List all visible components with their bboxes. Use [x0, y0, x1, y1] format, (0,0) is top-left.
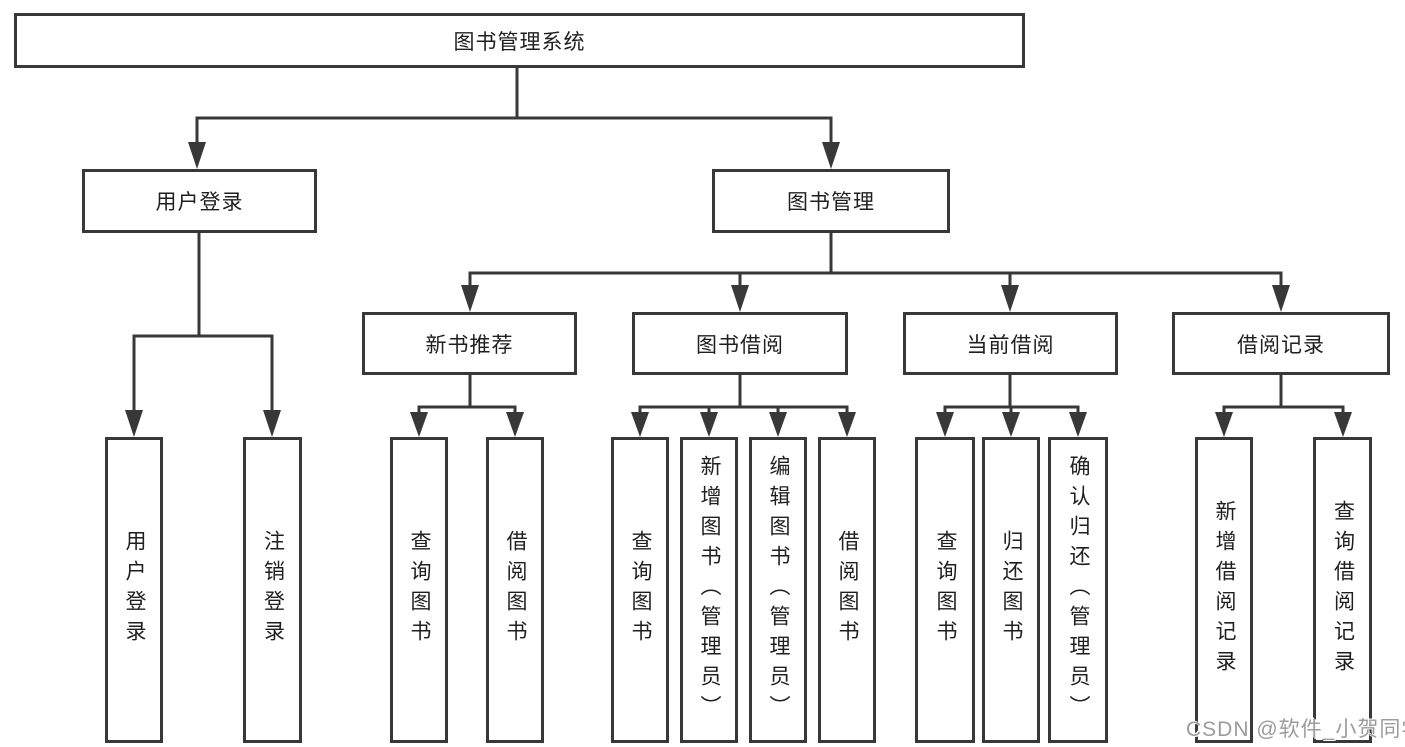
node-borrowing-records-label: 借阅记录: [1237, 333, 1325, 357]
leaf-query-borrow-record: 查询借阅记录: [1313, 437, 1372, 743]
leaf-logout: 注销登录: [243, 437, 302, 743]
node-root: 图书管理系统: [14, 13, 1025, 68]
node-root-label: 图书管理系统: [453, 30, 586, 54]
leaf-user-login: 用户登录: [105, 437, 163, 743]
node-user-login-label: 用户登录: [155, 191, 244, 214]
leaf-add-book-admin: 新增图书（管理员）: [680, 437, 738, 743]
node-book-management: 图书管理: [712, 169, 950, 233]
connector-paths: [132, 68, 1345, 412]
leaf-add-borrow-record: 新增借阅记录: [1195, 437, 1253, 743]
node-borrowing-records: 借阅记录: [1172, 312, 1390, 375]
node-new-book-recommendation-label: 新书推荐: [425, 333, 514, 357]
leaf-query-book-borrowing: 查询图书: [611, 437, 669, 743]
leaf-confirm-return-admin: 确认归还（管理员）: [1048, 437, 1108, 743]
node-user-login: 用户登录: [82, 169, 317, 233]
leaf-return-book: 归还图书: [982, 437, 1040, 743]
node-current-borrowing: 当前借阅: [903, 312, 1118, 375]
leaf-borrow-book-borrowing: 借阅图书: [818, 437, 876, 743]
node-book-management-label: 图书管理: [787, 191, 875, 214]
leaf-query-book-recommend: 查询图书: [390, 437, 448, 743]
node-book-borrowing-label: 图书借阅: [696, 333, 784, 357]
csdn-watermark: CSDN @软件_小贺同学: [1186, 718, 1405, 741]
leaf-edit-book-admin: 编辑图书（管理员）: [749, 437, 807, 743]
node-book-borrowing: 图书借阅: [632, 312, 848, 375]
leaf-borrow-book-recommend: 借阅图书: [486, 437, 544, 743]
node-new-book-recommendation: 新书推荐: [362, 312, 577, 375]
arrowhead-icons: [125, 142, 1352, 437]
leaf-query-book-current: 查询图书: [915, 437, 975, 743]
node-current-borrowing-label: 当前借阅: [966, 333, 1055, 357]
